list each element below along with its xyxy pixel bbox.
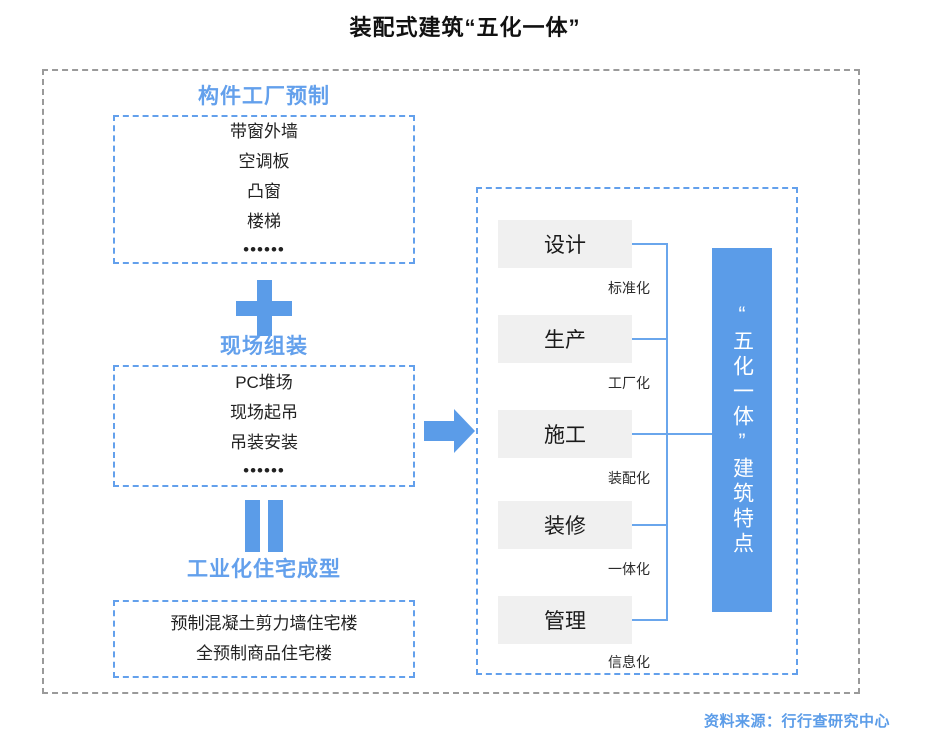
connector-trunk bbox=[666, 243, 668, 621]
section-heading-prefab: 构件工厂预制 bbox=[198, 85, 330, 108]
list-item: 凸窗 bbox=[247, 181, 281, 201]
list-item: 全预制商品住宅楼 bbox=[196, 644, 332, 663]
list-item: 楼梯 bbox=[247, 211, 281, 231]
list-item: PC堆场 bbox=[235, 373, 293, 392]
page-title: 装配式建筑“五化一体” bbox=[349, 15, 581, 40]
list-ellipsis: •••••• bbox=[243, 461, 285, 480]
stage-box-construction[interactable]: 施工 bbox=[498, 410, 632, 458]
stage-label-management: 信息化 bbox=[608, 654, 650, 670]
stage-label-design: 标准化 bbox=[608, 280, 650, 296]
section-box-onsite: PC堆场 现场起吊 吊装安装 •••••• bbox=[113, 365, 415, 487]
stage-box-decoration[interactable]: 装修 bbox=[498, 501, 632, 549]
feature-bar: “五化一体”建筑特点 bbox=[712, 248, 772, 612]
stage-box-design[interactable]: 设计 bbox=[498, 220, 632, 268]
list-item: 带窗外墙 bbox=[230, 121, 298, 141]
list-ellipsis: •••••• bbox=[243, 239, 285, 259]
list-item: 空调板 bbox=[238, 151, 290, 171]
connector-production bbox=[632, 338, 668, 340]
stage-label-decoration: 一体化 bbox=[608, 561, 650, 577]
connector-construction bbox=[632, 433, 668, 435]
stage-box-management[interactable]: 管理 bbox=[498, 596, 632, 644]
source-note: 资料来源：行行查研究中心 bbox=[703, 713, 890, 730]
section-box-prefab: 带窗外墙 空调板 凸窗 楼梯 •••••• bbox=[113, 115, 415, 264]
connector-management bbox=[632, 619, 668, 621]
section-heading-industrialized: 工业化住宅成型 bbox=[187, 558, 341, 581]
connector-decoration bbox=[632, 524, 668, 526]
stage-label-construction: 装配化 bbox=[608, 470, 650, 486]
section-heading-onsite: 现场组装 bbox=[220, 335, 308, 358]
section-box-industrialized: 预制混凝土剪力墙住宅楼 全预制商品住宅楼 bbox=[113, 600, 415, 678]
list-item: 吊装安装 bbox=[230, 433, 298, 452]
feature-bar-label: “五化一体”建筑特点 bbox=[730, 303, 754, 557]
plus-operator-icon bbox=[236, 280, 292, 336]
stage-box-production[interactable]: 生产 bbox=[498, 315, 632, 363]
outer-dashed-frame bbox=[42, 69, 860, 694]
equals-operator-icon bbox=[245, 500, 283, 552]
right-arrow-icon bbox=[424, 408, 476, 454]
stage-label-production: 工厂化 bbox=[608, 375, 650, 391]
connector-to-feature-bar bbox=[666, 433, 714, 435]
list-item: 预制混凝土剪力墙住宅楼 bbox=[170, 614, 358, 633]
connector-design bbox=[632, 243, 668, 245]
list-item: 现场起吊 bbox=[230, 403, 298, 422]
